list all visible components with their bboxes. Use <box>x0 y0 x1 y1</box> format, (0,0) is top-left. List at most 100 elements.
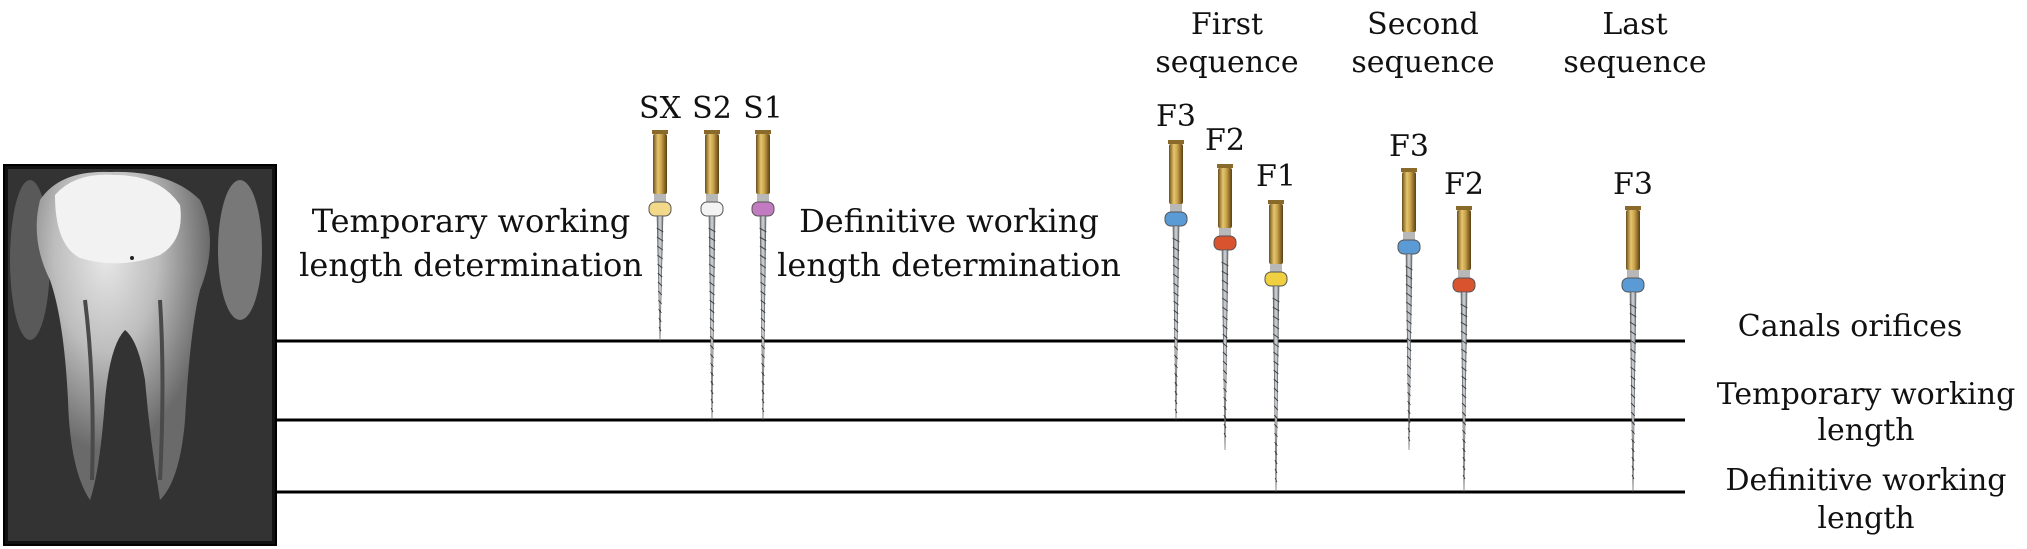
file-flute-mark <box>760 290 766 296</box>
file-flute-mark <box>1630 357 1636 363</box>
file-flute-mark <box>709 335 715 341</box>
file-handle <box>653 134 667 194</box>
endodontic-file-f3c <box>1621 206 1645 493</box>
file-collar <box>1627 270 1639 278</box>
file-flute-mark <box>1631 465 1635 471</box>
file-flute-mark <box>708 272 716 278</box>
file-shaft <box>1221 249 1229 451</box>
last-sequence-label-line1: Last <box>1602 7 1667 42</box>
file-flute-mark <box>710 398 714 404</box>
canals-orifices-label: Canals orifices <box>1738 309 1963 344</box>
file-flute-mark <box>1406 364 1412 370</box>
file-flute-mark <box>710 371 714 377</box>
file-flute-mark <box>1172 273 1180 279</box>
temporary-step-label-line1: Temporary working <box>312 202 630 240</box>
file-flute-mark <box>1462 474 1466 480</box>
file-flute-mark <box>1222 378 1228 384</box>
file-flute-mark <box>708 227 716 233</box>
file-flute-mark <box>1221 279 1229 285</box>
file-shaft <box>1460 291 1468 493</box>
file-flute-mark <box>760 317 766 323</box>
file-flute-mark <box>710 353 714 359</box>
file-flute-mark <box>1172 264 1180 270</box>
file-flute-mark <box>1223 387 1227 393</box>
file-handle <box>1269 204 1283 264</box>
file-flute-mark <box>1631 474 1635 480</box>
file-flute-mark <box>1461 411 1467 417</box>
file-flute-mark <box>656 245 664 251</box>
file-handle <box>1169 144 1183 204</box>
endodontic-file-f2b <box>1452 206 1476 493</box>
file-flute-mark <box>1272 315 1280 321</box>
file-flute-mark <box>1405 292 1413 298</box>
endodontic-file-s2 <box>700 130 724 421</box>
file-label-s2: S2 <box>692 91 732 126</box>
file-flute-mark <box>1221 306 1229 312</box>
definitive-working-length-label-line1: Definitive working <box>1725 463 2006 498</box>
file-flute-mark <box>657 290 663 296</box>
file-flute-mark <box>1273 369 1279 375</box>
file-flute-mark <box>1172 282 1180 288</box>
file-color-band <box>648 201 672 217</box>
file-flute-mark <box>1406 337 1412 343</box>
file-flute-mark <box>657 263 663 269</box>
file-label-f3-last: F3 <box>1613 167 1653 202</box>
file-flute-mark <box>1407 409 1411 415</box>
file-label-f2-second: F2 <box>1444 167 1484 202</box>
file-flute-mark <box>1222 342 1228 348</box>
file-flute-mark <box>656 236 664 242</box>
file-flute-mark <box>1462 465 1466 471</box>
file-flute-mark <box>658 326 662 332</box>
file-flute-mark <box>1273 405 1279 411</box>
file-color-band <box>1164 211 1188 227</box>
file-color-band <box>1397 239 1421 255</box>
file-flute-mark <box>1460 339 1468 345</box>
file-flute-mark <box>1630 366 1636 372</box>
first-sequence-label-line2: sequence <box>1155 45 1298 80</box>
file-flute-mark <box>1406 373 1412 379</box>
file-flute-mark <box>1174 372 1178 378</box>
file-flute-mark <box>1405 265 1413 271</box>
file-flute-mark <box>1407 391 1411 397</box>
file-collar <box>1270 264 1282 272</box>
file-flute-mark <box>1174 381 1178 387</box>
file-flute-mark <box>1273 387 1279 393</box>
file-flute-mark <box>709 317 715 323</box>
file-handle <box>1402 172 1416 232</box>
file-flute-mark <box>1274 423 1278 429</box>
file-flute-mark <box>658 308 662 314</box>
file-flute-mark <box>708 254 716 260</box>
definitive-step-label-line2: length determination <box>777 246 1121 284</box>
file-flute-mark <box>1223 423 1227 429</box>
file-handle <box>1218 168 1232 228</box>
file-handle-cap <box>1168 140 1184 144</box>
file-flute-mark <box>1273 378 1279 384</box>
file-collar <box>757 194 769 202</box>
file-label-f3-second: F3 <box>1389 129 1429 164</box>
file-handle <box>1457 210 1471 270</box>
file-flute-mark <box>760 308 766 314</box>
file-handle-cap <box>1625 206 1641 210</box>
file-flute-mark <box>1461 420 1467 426</box>
endodontic-file-sx <box>648 130 672 342</box>
file-flute-mark <box>1405 301 1413 307</box>
file-label-f2-first: F2 <box>1205 123 1245 158</box>
definitive-step-label-line1: Definitive working <box>799 202 1099 240</box>
file-flute-mark <box>1630 411 1636 417</box>
file-shaft <box>1629 291 1637 493</box>
file-flute-mark <box>709 344 715 350</box>
file-flute-mark <box>761 398 765 404</box>
file-label-f3-first: F3 <box>1156 99 1196 134</box>
file-flute-mark <box>1406 355 1412 361</box>
file-flute-mark <box>1405 310 1413 316</box>
file-collar <box>1170 204 1182 212</box>
second-sequence-label-line2: sequence <box>1351 45 1494 80</box>
file-flute-mark <box>1630 375 1636 381</box>
file-flute-mark <box>759 227 767 233</box>
file-color-band <box>751 201 775 217</box>
file-flute-mark <box>1630 393 1636 399</box>
file-flute-mark <box>1461 357 1467 363</box>
file-flute-mark <box>708 236 716 242</box>
file-flute-mark <box>710 407 714 413</box>
